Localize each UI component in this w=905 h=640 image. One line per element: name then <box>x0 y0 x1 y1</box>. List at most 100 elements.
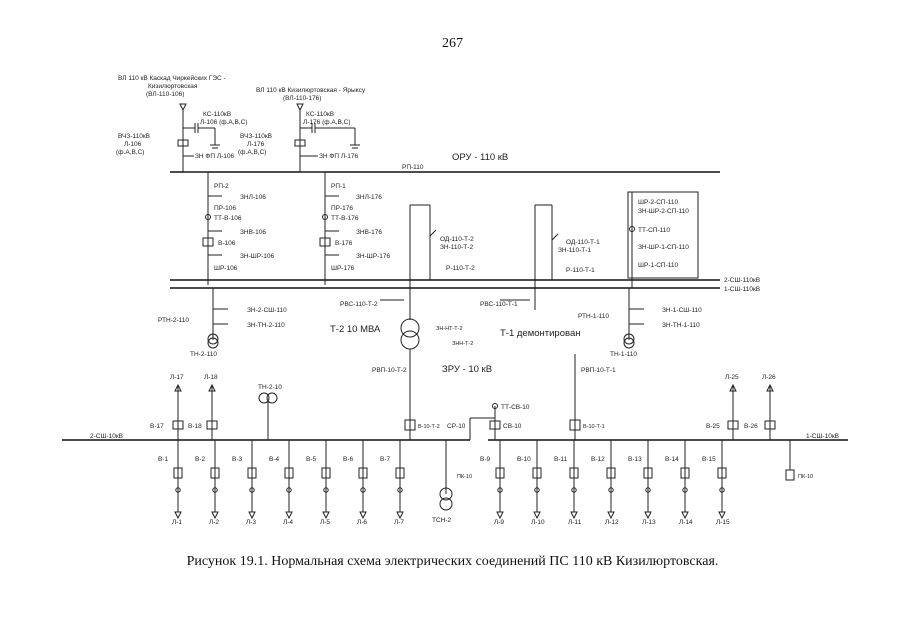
feeder-breaker-label: В-10 <box>517 456 531 463</box>
shr176-label: ШР-176 <box>331 265 355 272</box>
vch176-line-label: Л-176 <box>247 141 265 148</box>
rvp-t1-label: РВП-10-Т-1 <box>581 367 616 374</box>
feeder-breaker-icon <box>569 467 579 479</box>
v10-t1-label: В-10-Т-1 <box>583 424 605 430</box>
zn1-sh-label: ЗН-1-СШ-110 <box>662 307 702 314</box>
tt-sp-label: ТТ-СП-110 <box>638 227 670 234</box>
vl106-label-2: Кизилюртовская <box>148 83 198 90</box>
feeder-breaker-label: В-12 <box>591 456 605 463</box>
zn2-sh-label: ЗН-2-СШ-110 <box>247 307 287 314</box>
feeder-breaker-label: В-2 <box>195 456 206 463</box>
feeder-breaker-label: В-4 <box>269 456 280 463</box>
feeder-line-label: Л-10 <box>531 519 545 526</box>
od-t2-label: ОД-110-Т-2 <box>440 236 474 243</box>
feeder-breaker-label: В-5 <box>306 456 317 463</box>
t1-title: Т-1 демонтирован <box>500 328 580 339</box>
feeder-breaker-icon <box>680 467 690 479</box>
feeder-line-label: Л-14 <box>679 519 693 526</box>
sh2-110-label: 2-СШ-110кВ <box>724 277 760 284</box>
figure-caption: Рисунок 19.1. Нормальная схема электриче… <box>186 554 719 569</box>
feeder-breaker-label: В-7 <box>380 456 391 463</box>
sh2-10-label: 2-СШ-10кВ <box>90 433 123 440</box>
zn-tn1-label: ЗН-ТН-1-110 <box>662 322 700 329</box>
feeder-arrow-icon <box>718 511 726 520</box>
b26-label: В-26 <box>744 423 758 430</box>
feeder-line-label: Л-7 <box>394 519 404 526</box>
zn-fp106-label: ЗН ФП Л-106 <box>195 153 235 160</box>
shr106-label: ШР-106 <box>214 265 238 272</box>
shr2-sp-label: ШР-2-СП-110 <box>638 199 679 206</box>
feeder-breaker-label: В-11 <box>554 456 568 463</box>
tt176-label: ТТ-В-176 <box>331 215 359 222</box>
feeder-arrow-icon <box>285 511 293 520</box>
feeder-breaker-icon <box>284 467 294 479</box>
znn-t2-label: ЗНН-Т-2 <box>452 341 473 347</box>
vl106-label-1: ВЛ 110 кВ Каскад Чиркейских ГЭС - <box>118 74 226 82</box>
feeder-breaker-icon <box>717 467 727 479</box>
feeder-breaker-label: В-3 <box>232 456 243 463</box>
sv10-icon <box>489 420 501 430</box>
feeder-line-label: Л-15 <box>716 519 730 526</box>
feeder-arrow-icon <box>322 511 330 520</box>
feeder-line-label: Л-6 <box>357 519 367 526</box>
r-t1-label: Р-110-Т-1 <box>566 267 595 274</box>
tsn2-hv-icon <box>439 487 453 501</box>
v176-label: В-176 <box>335 240 353 247</box>
b18-label: В-18 <box>188 423 202 430</box>
feeder-arrow-icon <box>644 511 652 520</box>
rp1-label: РП-1 <box>331 183 346 190</box>
l25-label: Л-25 <box>725 374 739 381</box>
feeder-breaker-label: В-1 <box>158 456 169 463</box>
feeder-breaker-label: В-9 <box>480 456 491 463</box>
feeder-ct-icon <box>175 487 181 493</box>
feeder-ct-icon <box>534 487 540 493</box>
v10-t1-icon <box>569 419 581 431</box>
feeder-ct-icon <box>360 487 366 493</box>
v106-label: В-106 <box>218 240 236 247</box>
vch106-line-label: Л-106 <box>124 141 142 148</box>
tn2-10-icon <box>258 392 270 404</box>
znshr106-label: ЗН-ШР-106 <box>240 253 274 260</box>
vl106-label-3: (ВЛ-110-106) <box>146 91 184 98</box>
od-t1-label: ОД-110-Т-1 <box>566 239 600 246</box>
feeder-line-label: Л-3 <box>246 519 256 526</box>
tt176-icon <box>322 214 328 220</box>
sr10-label: СР-10 <box>447 423 466 430</box>
vch176-label: ВЧЗ-110кВ <box>240 133 272 140</box>
rtn2-110-label: РТН-2-110 <box>158 317 189 324</box>
feeder-line-label: Л-12 <box>605 519 619 526</box>
feeder-breaker-icon <box>532 467 542 479</box>
b17-label: В-17 <box>150 423 164 430</box>
feeder-arrow-icon <box>607 511 615 520</box>
feeder-ct-icon <box>286 487 292 493</box>
tt106-icon <box>205 214 211 220</box>
b17-icon <box>172 420 184 430</box>
feeder-line-label: Л-11 <box>568 519 582 526</box>
feeder-arrow-icon <box>681 511 689 520</box>
sh1-10-label: 1-СШ-10кВ <box>806 433 839 440</box>
l26-arrow-icon <box>766 383 774 392</box>
vl176-label-2: (ВЛ-110-176) <box>283 95 321 102</box>
feeder-arrow-icon <box>496 511 504 520</box>
tn1-110-icon <box>623 337 635 349</box>
feeder-breaker-icon <box>173 467 183 479</box>
sp-bay-frame <box>627 191 699 279</box>
znv106-label: ЗНВ-106 <box>240 229 266 236</box>
vch106-phase-label: (ф.А,В,С) <box>116 149 144 156</box>
sv10-label: СВ-10 <box>503 423 522 430</box>
feeder-line-label: Л-5 <box>320 519 330 526</box>
rtn1-110-label: РТН-1-110 <box>578 313 609 320</box>
feeder-arrow-icon <box>359 511 367 520</box>
rvs-t1-label: РВС-110-Т-1 <box>480 301 518 308</box>
feeder-line-label: Л-1 <box>172 519 182 526</box>
zn-tn2-label: ЗН-ТН-2-110 <box>247 322 285 329</box>
feeder-arrow-icon <box>248 511 256 520</box>
feeder-arrow-icon <box>174 511 182 520</box>
znshr176-label: ЗН-ШР-176 <box>356 253 390 260</box>
feeder-ct-icon <box>645 487 651 493</box>
rvp-t2-label: РВП-10-Т-2 <box>372 367 407 374</box>
pr176-label: ПР-176 <box>331 205 353 212</box>
b25-label: В-25 <box>706 423 720 430</box>
t2-title: Т-2 10 МВА <box>330 324 381 335</box>
feeder-ct-icon <box>323 487 329 493</box>
